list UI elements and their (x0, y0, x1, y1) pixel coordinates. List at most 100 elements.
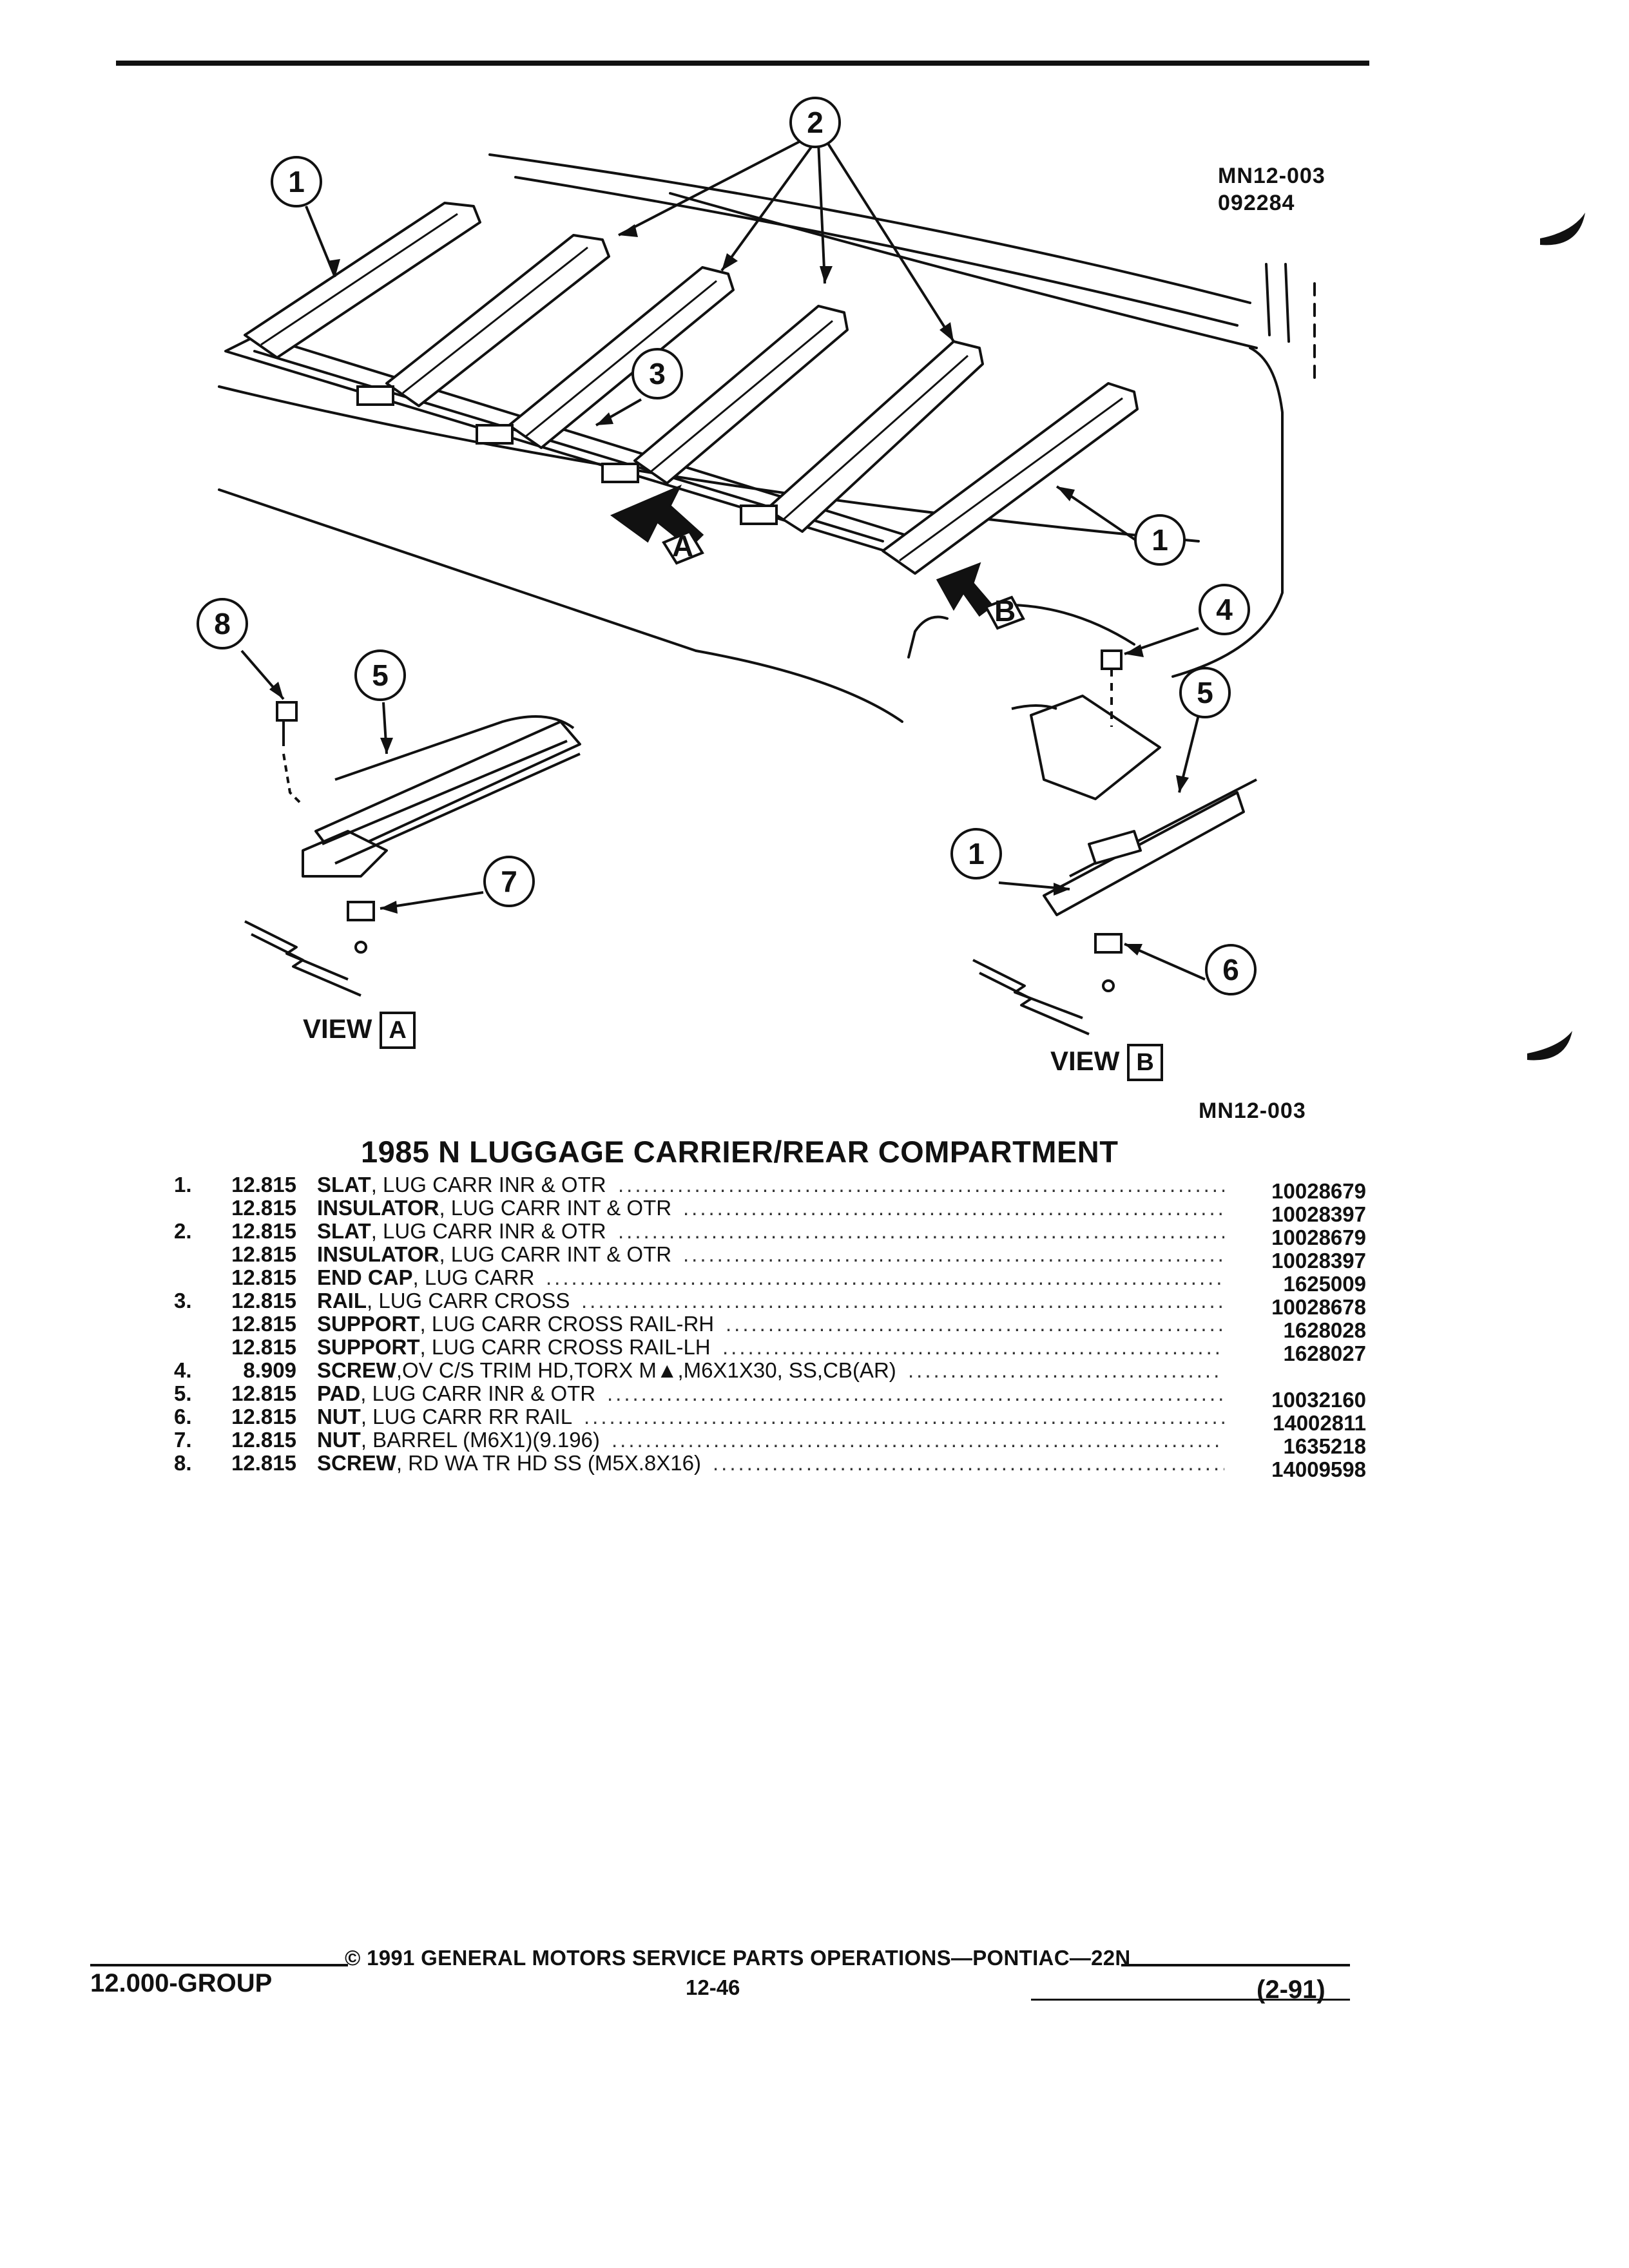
part-number: 1635218 (1283, 1434, 1366, 1458)
part-number: 14009598 (1271, 1457, 1366, 1481)
view-b-text: VIEW (1050, 1046, 1120, 1076)
part-detail: , LUG CARR RR RAIL (360, 1405, 573, 1428)
parts-row: 12.815 INSULATOR, LUG CARR INT & OTR.....… (174, 1196, 1366, 1226)
part-number: 1628028 (1283, 1318, 1366, 1342)
part-name: SCREW (317, 1451, 396, 1475)
top-rule (116, 61, 1369, 66)
callout-5: 5 (372, 658, 389, 692)
callout-1: 1 (1152, 523, 1168, 557)
leader-dots: ........................................… (546, 1265, 1224, 1289)
view-b-box: B (1127, 1044, 1163, 1081)
group-number: 12.815 (231, 1219, 296, 1243)
part-name: NUT (317, 1405, 361, 1428)
part-detail: , LUG CARR CROSS RAIL-RH (419, 1312, 715, 1336)
part-name: SLAT (317, 1173, 371, 1196)
part-name: END CAP (317, 1265, 413, 1289)
callout-1: 1 (968, 837, 985, 870)
part-description: INSULATOR, LUG CARR INT & OTR (317, 1196, 671, 1220)
part-name: INSULATOR (317, 1196, 439, 1220)
leader-dots: ........................................… (612, 1428, 1224, 1452)
part-number: 14002811 (1272, 1411, 1366, 1435)
ref-date: 092284 (1218, 191, 1295, 215)
leader-dots: ........................................… (683, 1196, 1224, 1220)
parts-row: 4. 8.909 SCREW,OV C/S TRIM HD,TORX M▲,M6X1… (174, 1358, 1366, 1383)
part-description: NUT, LUG CARR RR RAIL (317, 1405, 572, 1429)
part-description: SCREW, RD WA TR HD SS (M5X.8X16) (317, 1451, 701, 1475)
parts-row: 2. 12.815 SLAT, LUG CARR INR & OTR........… (174, 1219, 1366, 1249)
part-number: 10028679 (1271, 1179, 1366, 1203)
part-number: 1628027 (1283, 1341, 1366, 1365)
group-number: 12.815 (231, 1451, 296, 1475)
view-a-text: VIEW (303, 1014, 372, 1044)
part-detail: , BARREL (M6X1)(9.196) (360, 1428, 600, 1452)
part-name: NUT (317, 1428, 361, 1452)
group-number: 12.815 (231, 1242, 296, 1266)
part-detail: , RD WA TR HD SS (M5X.8X16) (396, 1451, 701, 1475)
part-name: PAD (317, 1381, 361, 1405)
group-number: 12.815 (231, 1312, 296, 1336)
view-a-box: A (380, 1012, 416, 1049)
footer-group: 12.000-GROUP (90, 1969, 273, 1997)
part-description: SCREW,OV C/S TRIM HD,TORX M▲,M6X1X30, SS… (317, 1358, 896, 1383)
callout-3: 3 (649, 357, 666, 390)
group-number: 12.815 (231, 1428, 296, 1452)
part-name: RAIL (317, 1289, 367, 1312)
part-detail: , LUG CARR CROSS (367, 1289, 570, 1312)
part-number: 10032160 (1271, 1388, 1366, 1412)
leader-dots: ..................................... (908, 1358, 1222, 1382)
leader-dots: ........................................… (618, 1219, 1224, 1243)
group-number: 12.815 (231, 1196, 296, 1220)
callout-2: 2 (807, 106, 824, 139)
item-number: 6. (174, 1405, 192, 1428)
part-detail: ,OV C/S TRIM HD,TORX M▲,M6X1X30, SS,CB(A… (396, 1358, 896, 1382)
part-number: 10028679 (1271, 1225, 1366, 1249)
callout-4: 4 (1216, 593, 1233, 626)
item-number: 2. (174, 1219, 192, 1243)
part-description: INSULATOR, LUG CARR INT & OTR (317, 1242, 671, 1267)
footer-rule-left (90, 1964, 348, 1966)
part-name: SUPPORT (317, 1335, 420, 1359)
group-number: 8.909 (243, 1358, 296, 1382)
leader-dots: ........................................… (713, 1451, 1224, 1475)
part-description: SLAT, LUG CARR INR & OTR (317, 1219, 606, 1244)
figure-code: MN12-003 (1199, 1099, 1306, 1123)
group-number: 12.815 (231, 1173, 296, 1196)
part-detail: , LUG CARR INT & OTR (439, 1242, 672, 1266)
footer-rule-lower (1031, 1999, 1350, 2001)
callout-6: 6 (1222, 953, 1239, 986)
view-a-marker: A (672, 529, 693, 562)
ref-code: MN12-003 (1218, 164, 1325, 188)
group-number: 12.815 (231, 1289, 296, 1312)
view-a-caption: VIEW A (303, 1012, 416, 1049)
part-name: SLAT (317, 1219, 371, 1243)
leader-dots: ........................................… (618, 1173, 1224, 1196)
part-number: 1625009 (1283, 1272, 1366, 1296)
leader-dots: ........................................… (584, 1405, 1224, 1428)
parts-row: 12.815 END CAP, LUG CARR.................… (174, 1265, 1366, 1296)
item-number: 3. (174, 1289, 192, 1312)
part-description: PAD, LUG CARR INR & OTR (317, 1381, 595, 1406)
part-number: 10028678 (1271, 1295, 1366, 1319)
group-number: 12.815 (231, 1405, 296, 1428)
item-number: 8. (174, 1451, 192, 1475)
leader-dots: ........................................… (726, 1312, 1224, 1336)
parts-row: 8. 12.815 SCREW, RD WA TR HD SS (M5X.8X16)… (174, 1451, 1366, 1481)
parts-row: 6. 12.815 NUT, LUG CARR RR RAIL...........… (174, 1405, 1366, 1435)
callout-5: 5 (1197, 676, 1213, 709)
view-b-marker: B (994, 594, 1016, 628)
group-number: 12.815 (231, 1335, 296, 1359)
callout-1: 1 (288, 165, 305, 198)
callout-8: 8 (214, 607, 231, 640)
luggage-carrier-diagram: A B (197, 97, 1585, 1061)
part-detail: , LUG CARR INR & OTR (360, 1381, 596, 1405)
group-number: 12.815 (231, 1265, 296, 1289)
item-number: 4. (174, 1358, 192, 1382)
part-description: END CAP, LUG CARR (317, 1265, 534, 1290)
part-detail: , LUG CARR INR & OTR (371, 1219, 606, 1243)
